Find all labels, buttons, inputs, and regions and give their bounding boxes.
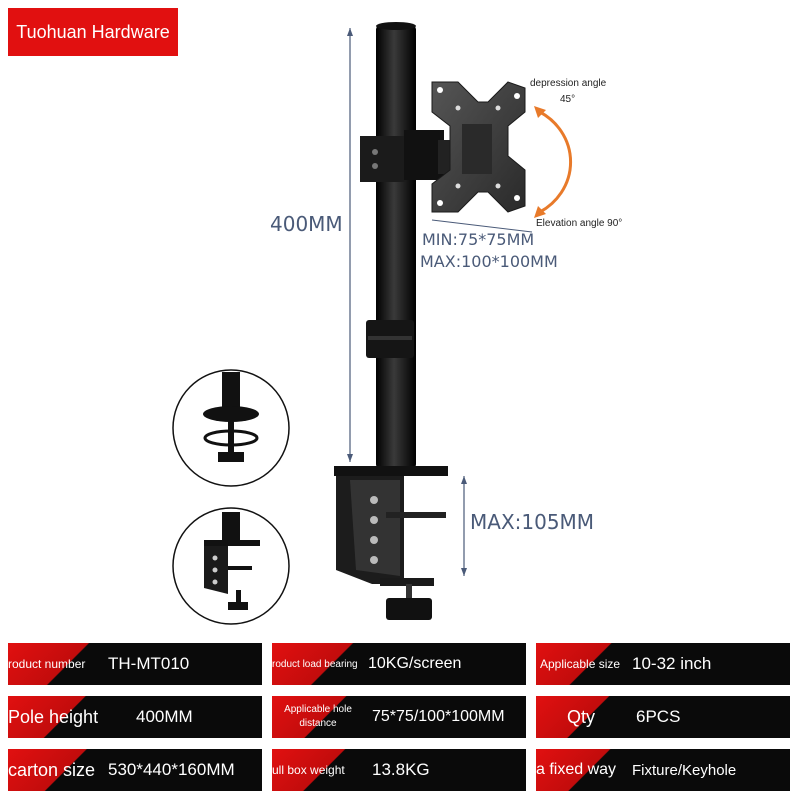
tilt-arc <box>534 106 573 218</box>
brand-badge: Tuohuan Hardware <box>8 8 178 56</box>
inset-clamp <box>172 507 290 625</box>
spec-cell-fixed-way: a fixed way Fixture/Keyhole <box>536 749 790 791</box>
spec-label: Pole height <box>8 696 106 738</box>
clamp-max-label: MAX:105MM <box>470 510 595 534</box>
arm-bracket <box>360 130 458 182</box>
depression-angle-value: 45° <box>560 94 576 105</box>
spec-cell-applicable-size: Applicable size 10-32 inch <box>536 643 790 685</box>
spec-cell-box-weight: ull box weight 13.8KG <box>272 749 526 791</box>
spec-label: carton size <box>8 749 108 791</box>
spec-value: 530*440*160MM <box>108 760 235 779</box>
spec-cell-product-number: roduct number TH-MT010 <box>8 643 262 685</box>
spec-cell-hole-distance: Applicable hole distance 75*75/100*100MM <box>272 696 526 738</box>
spec-value: 10-32 inch <box>632 654 712 673</box>
spec-cell-load-bearing: roduct load bearing 10KG/screen <box>272 643 526 685</box>
spec-value: 75*75/100*100MM <box>372 708 505 725</box>
inset-grommet <box>172 369 290 487</box>
spec-value: 10KG/screen <box>368 655 462 672</box>
spec-value: 6PCS <box>636 707 681 726</box>
height-label: 400MM <box>270 212 343 236</box>
vesa-plate <box>431 81 526 213</box>
vesa-max-label: MAX:100*100MM <box>420 252 558 271</box>
elevation-angle-label: Elevation angle 90° <box>536 218 623 229</box>
spec-value: TH-MT010 <box>108 654 190 673</box>
pole <box>376 24 416 470</box>
spec-label: ull box weight <box>272 749 362 791</box>
depression-angle-label: depression angle <box>530 78 607 89</box>
product-illustration <box>172 22 573 625</box>
spec-value: 13.8KG <box>372 760 430 779</box>
spec-label: Qty <box>536 696 626 738</box>
height-dimension <box>347 28 353 462</box>
spec-label: Applicable hole distance <box>272 696 364 738</box>
spec-cell-qty: Qty 6PCS <box>536 696 790 738</box>
vesa-min-label: MIN:75*75MM <box>422 230 535 249</box>
spec-value: Fixture/Keyhole <box>632 761 737 779</box>
clamp-top-plate <box>334 466 448 476</box>
brand-name: Tuohuan Hardware <box>16 21 170 42</box>
spec-label: roduct number <box>8 643 112 685</box>
spec-label: Applicable size <box>536 643 630 685</box>
spec-label: a fixed way <box>536 749 628 791</box>
spec-value: 400MM <box>136 707 193 726</box>
clamp-dimension <box>461 476 467 576</box>
spec-label: roduct load bearing <box>272 643 376 685</box>
spec-cell-carton-size: carton size 530*440*160MM <box>8 749 262 791</box>
spec-cell-pole-height: Pole height 400MM <box>8 696 262 738</box>
desk-clamp <box>336 476 446 620</box>
